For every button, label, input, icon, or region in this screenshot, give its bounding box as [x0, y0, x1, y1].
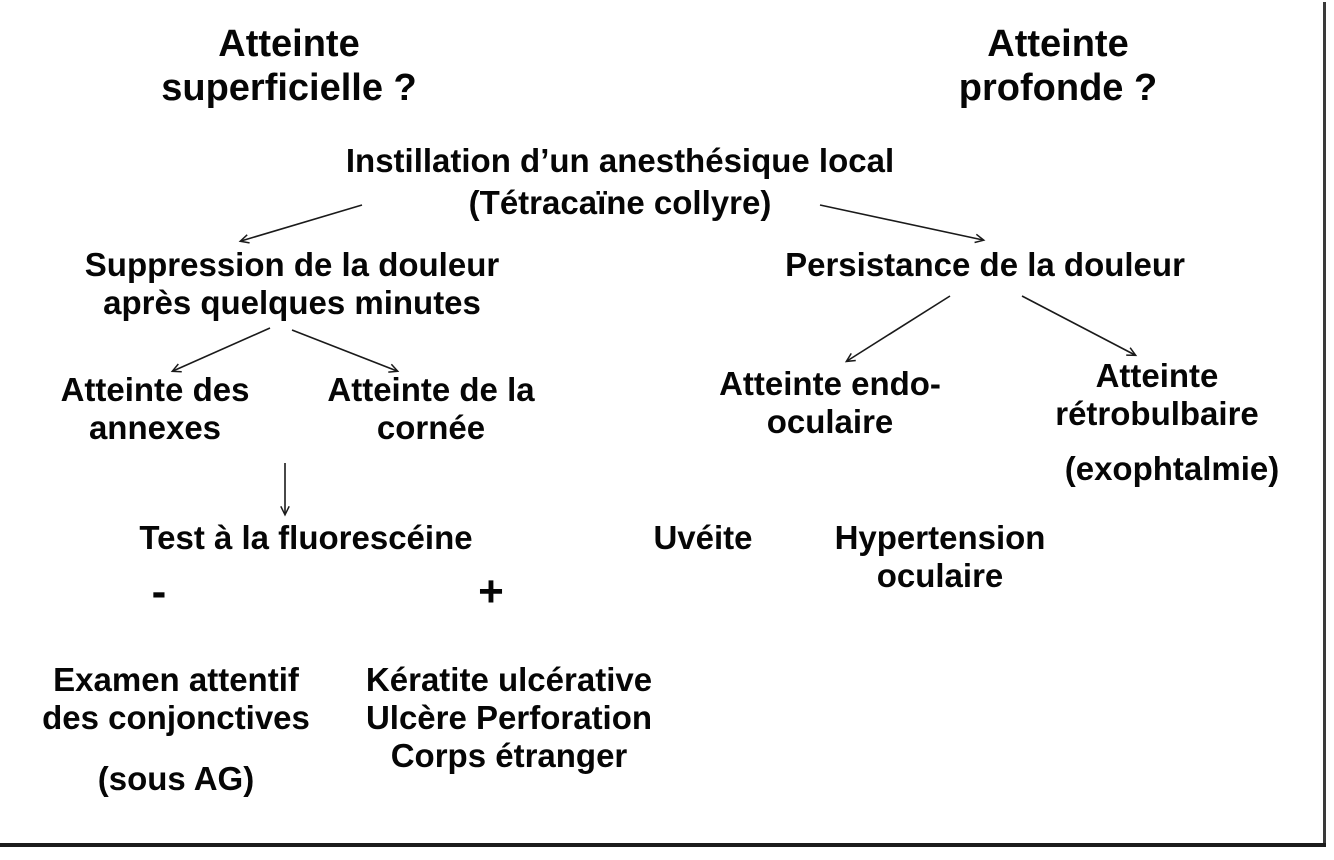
- node-atteinte-retrobulbaire: Atteinte rétrobulbaire: [1055, 357, 1259, 433]
- title-atteinte-profonde: Atteinte profonde ?: [959, 22, 1157, 110]
- node-line: oculaire: [876, 557, 1004, 594]
- sign-plus: +: [478, 567, 504, 616]
- sign-minus: -: [151, 567, 167, 616]
- node-keratite-ulcere-corps-etranger: Kératite ulcérative Ulcère Perforation C…: [366, 661, 652, 775]
- node-atteinte-cornee: Atteinte de la cornée: [327, 371, 534, 447]
- node-atteinte-annexes: Atteinte des annexes: [61, 371, 250, 447]
- node-line: rétrobulbaire: [1055, 395, 1259, 432]
- fluoresceine-positive-sign: +: [478, 567, 504, 616]
- fluoresceine-negative-sign: -: [151, 567, 167, 616]
- title-line: profonde ?: [958, 67, 1158, 109]
- node-uveite: Uvéite: [653, 519, 752, 557]
- node-line: Corps étranger: [390, 737, 628, 774]
- title-line: Atteinte: [987, 23, 1129, 65]
- node-line: Examen attentif: [53, 661, 299, 698]
- node-atteinte-endo-oculaire: Atteinte endo- oculaire: [719, 365, 941, 441]
- slide-border-right: [1323, 2, 1326, 847]
- arrow-suppression-to-annexes: [170, 327, 271, 373]
- arrow-persistance-to-endo-oculaire: [844, 295, 951, 363]
- node-line: Atteinte: [1095, 357, 1219, 394]
- node-line: Ulcère Perforation: [365, 699, 653, 736]
- node-exophtalmie: (exophtalmie): [1065, 450, 1280, 488]
- node-line: Hypertension: [834, 519, 1046, 556]
- arrow-suppression-to-cornee: [291, 329, 400, 373]
- node-hypertension-oculaire: Hypertension oculaire: [835, 519, 1046, 595]
- node-line: (Tétracaïne collyre): [468, 184, 772, 221]
- node-line: cornée: [376, 409, 486, 446]
- node-line: Test à la fluorescéine: [139, 519, 473, 556]
- node-line: Uvéite: [653, 519, 753, 556]
- node-line: annexes: [88, 409, 222, 446]
- node-line: Persistance de la douleur: [785, 246, 1185, 283]
- node-line: oculaire: [766, 403, 894, 440]
- node-line: Atteinte de la: [327, 371, 535, 408]
- node-examen-conjonctives: Examen attentif des conjonctives: [42, 661, 310, 737]
- title-atteinte-superficielle: Atteinte superficielle ?: [161, 22, 417, 110]
- node-line: Instillation d’un anesthésique local: [345, 142, 895, 179]
- node-line: (exophtalmie): [1064, 450, 1280, 487]
- node-instillation-anesthesique: Instillation d’un anesthésique local (Té…: [346, 140, 894, 224]
- node-sous-ag: (sous AG): [98, 760, 254, 798]
- node-test-fluoresceine: Test à la fluorescéine: [139, 519, 472, 557]
- title-line: Atteinte: [218, 23, 360, 65]
- node-line: des conjonctives: [42, 699, 310, 736]
- title-line: superficielle ?: [161, 67, 417, 109]
- node-persistance-douleur: Persistance de la douleur: [785, 246, 1185, 284]
- slide-border-bottom: [0, 843, 1326, 847]
- node-suppression-douleur: Suppression de la douleur après quelques…: [85, 246, 499, 322]
- node-line: (sous AG): [97, 760, 255, 797]
- node-line: Suppression de la douleur: [84, 246, 500, 283]
- arrow-instillation-to-suppression: [238, 204, 363, 244]
- arrow-persistance-to-retrobulbaire: [1021, 295, 1138, 357]
- node-line: Atteinte endo-: [719, 365, 941, 402]
- node-line: Atteinte des: [60, 371, 250, 408]
- node-line: après quelques minutes: [103, 284, 481, 321]
- node-line: Kératite ulcérative: [365, 661, 653, 698]
